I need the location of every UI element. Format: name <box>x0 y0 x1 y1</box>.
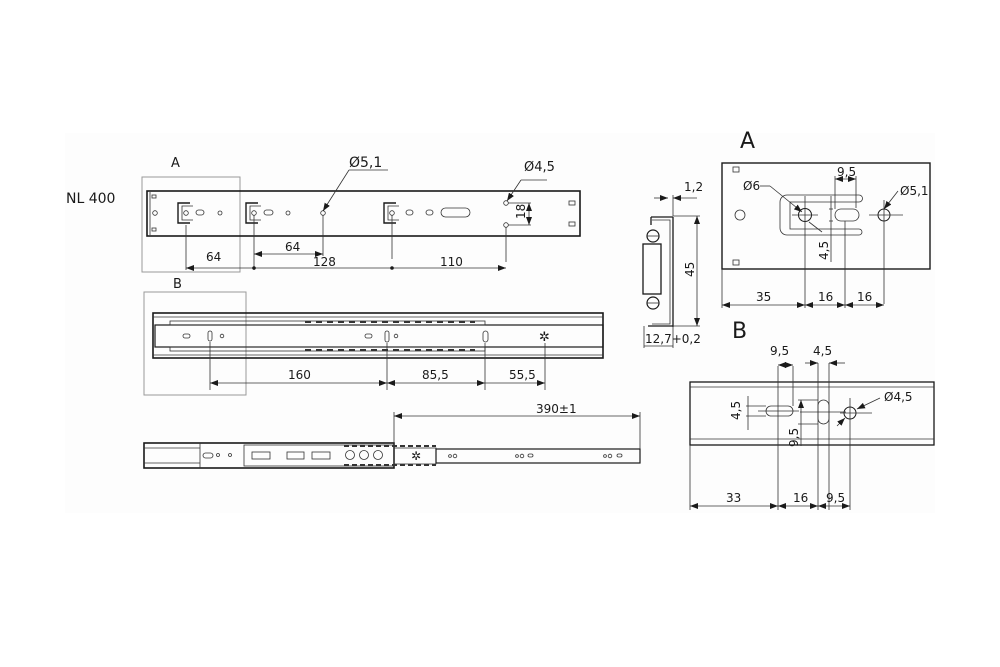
mid-rail-view: B ✲ 160 85,5 55,5 <box>143 277 604 396</box>
dim-width: 12,7+0,2 <box>645 332 701 346</box>
callout-d45: Ø4,5 <box>524 160 555 175</box>
detail-a-frame <box>141 176 241 273</box>
top-rail-view: A Ø5,1 Ø4,5 <box>141 155 581 273</box>
dim-55-5: 55,5 <box>509 368 536 382</box>
detail-a-view: A Ø6 Ø5,1 9,5 4,5 35 16 16 <box>721 129 931 308</box>
dim-b-4-5w: 4,5 <box>813 344 832 358</box>
dim-b-9-5w: 9,5 <box>770 344 789 358</box>
dim-b-9-5: 9,5 <box>826 491 845 505</box>
star-hole-icon: ✲ <box>411 449 421 463</box>
dim-b-33: 33 <box>726 491 741 505</box>
detail-b-frame <box>143 291 247 396</box>
dim-110: 110 <box>440 255 463 269</box>
dim-b-4-5h: 4,5 <box>729 401 743 420</box>
dim-b-9-5h: 9,5 <box>787 428 801 447</box>
dim-thickness: 1,2 <box>684 180 703 194</box>
dim-a-4-5: 4,5 <box>817 241 831 260</box>
star-hole-icon: ✲ <box>539 330 550 345</box>
callout-d51: Ø5,1 <box>349 155 382 171</box>
dim-390: 390±1 <box>536 402 577 416</box>
dim-a-16a: 16 <box>818 290 833 304</box>
dim-64a: 64 <box>206 250 221 264</box>
dim-b-16: 16 <box>793 491 808 505</box>
dim-64b: 64 <box>285 240 300 254</box>
detail-b-marker: B <box>173 277 182 292</box>
drawing-sheet <box>65 133 935 513</box>
dim-128: 128 <box>313 255 336 269</box>
dim-a-35: 35 <box>756 290 771 304</box>
dim-160: 160 <box>288 368 311 382</box>
callout-b-d45: Ø4,5 <box>884 390 913 404</box>
extended-rail-view: ✲ 390±1 <box>143 402 641 469</box>
dim-18: 18 <box>514 204 528 219</box>
detail-b-title: B <box>732 319 747 344</box>
callout-d6: Ø6 <box>743 179 760 193</box>
cross-section-view: 1,2 45 12,7+0,2 <box>642 180 703 348</box>
dim-a-16b: 16 <box>857 290 872 304</box>
detail-a-marker: A <box>171 156 180 171</box>
detail-b-view: B 9,5 4,5 4,5 9,5 Ø4,5 33 1 <box>689 319 935 510</box>
dim-height: 45 <box>683 262 697 277</box>
callout-d51: Ø5,1 <box>900 184 929 198</box>
dim-a-9-5: 9,5 <box>837 165 856 179</box>
model-label: NL 400 <box>66 191 115 207</box>
dim-85-5: 85,5 <box>422 368 449 382</box>
detail-a-title: A <box>740 129 755 154</box>
